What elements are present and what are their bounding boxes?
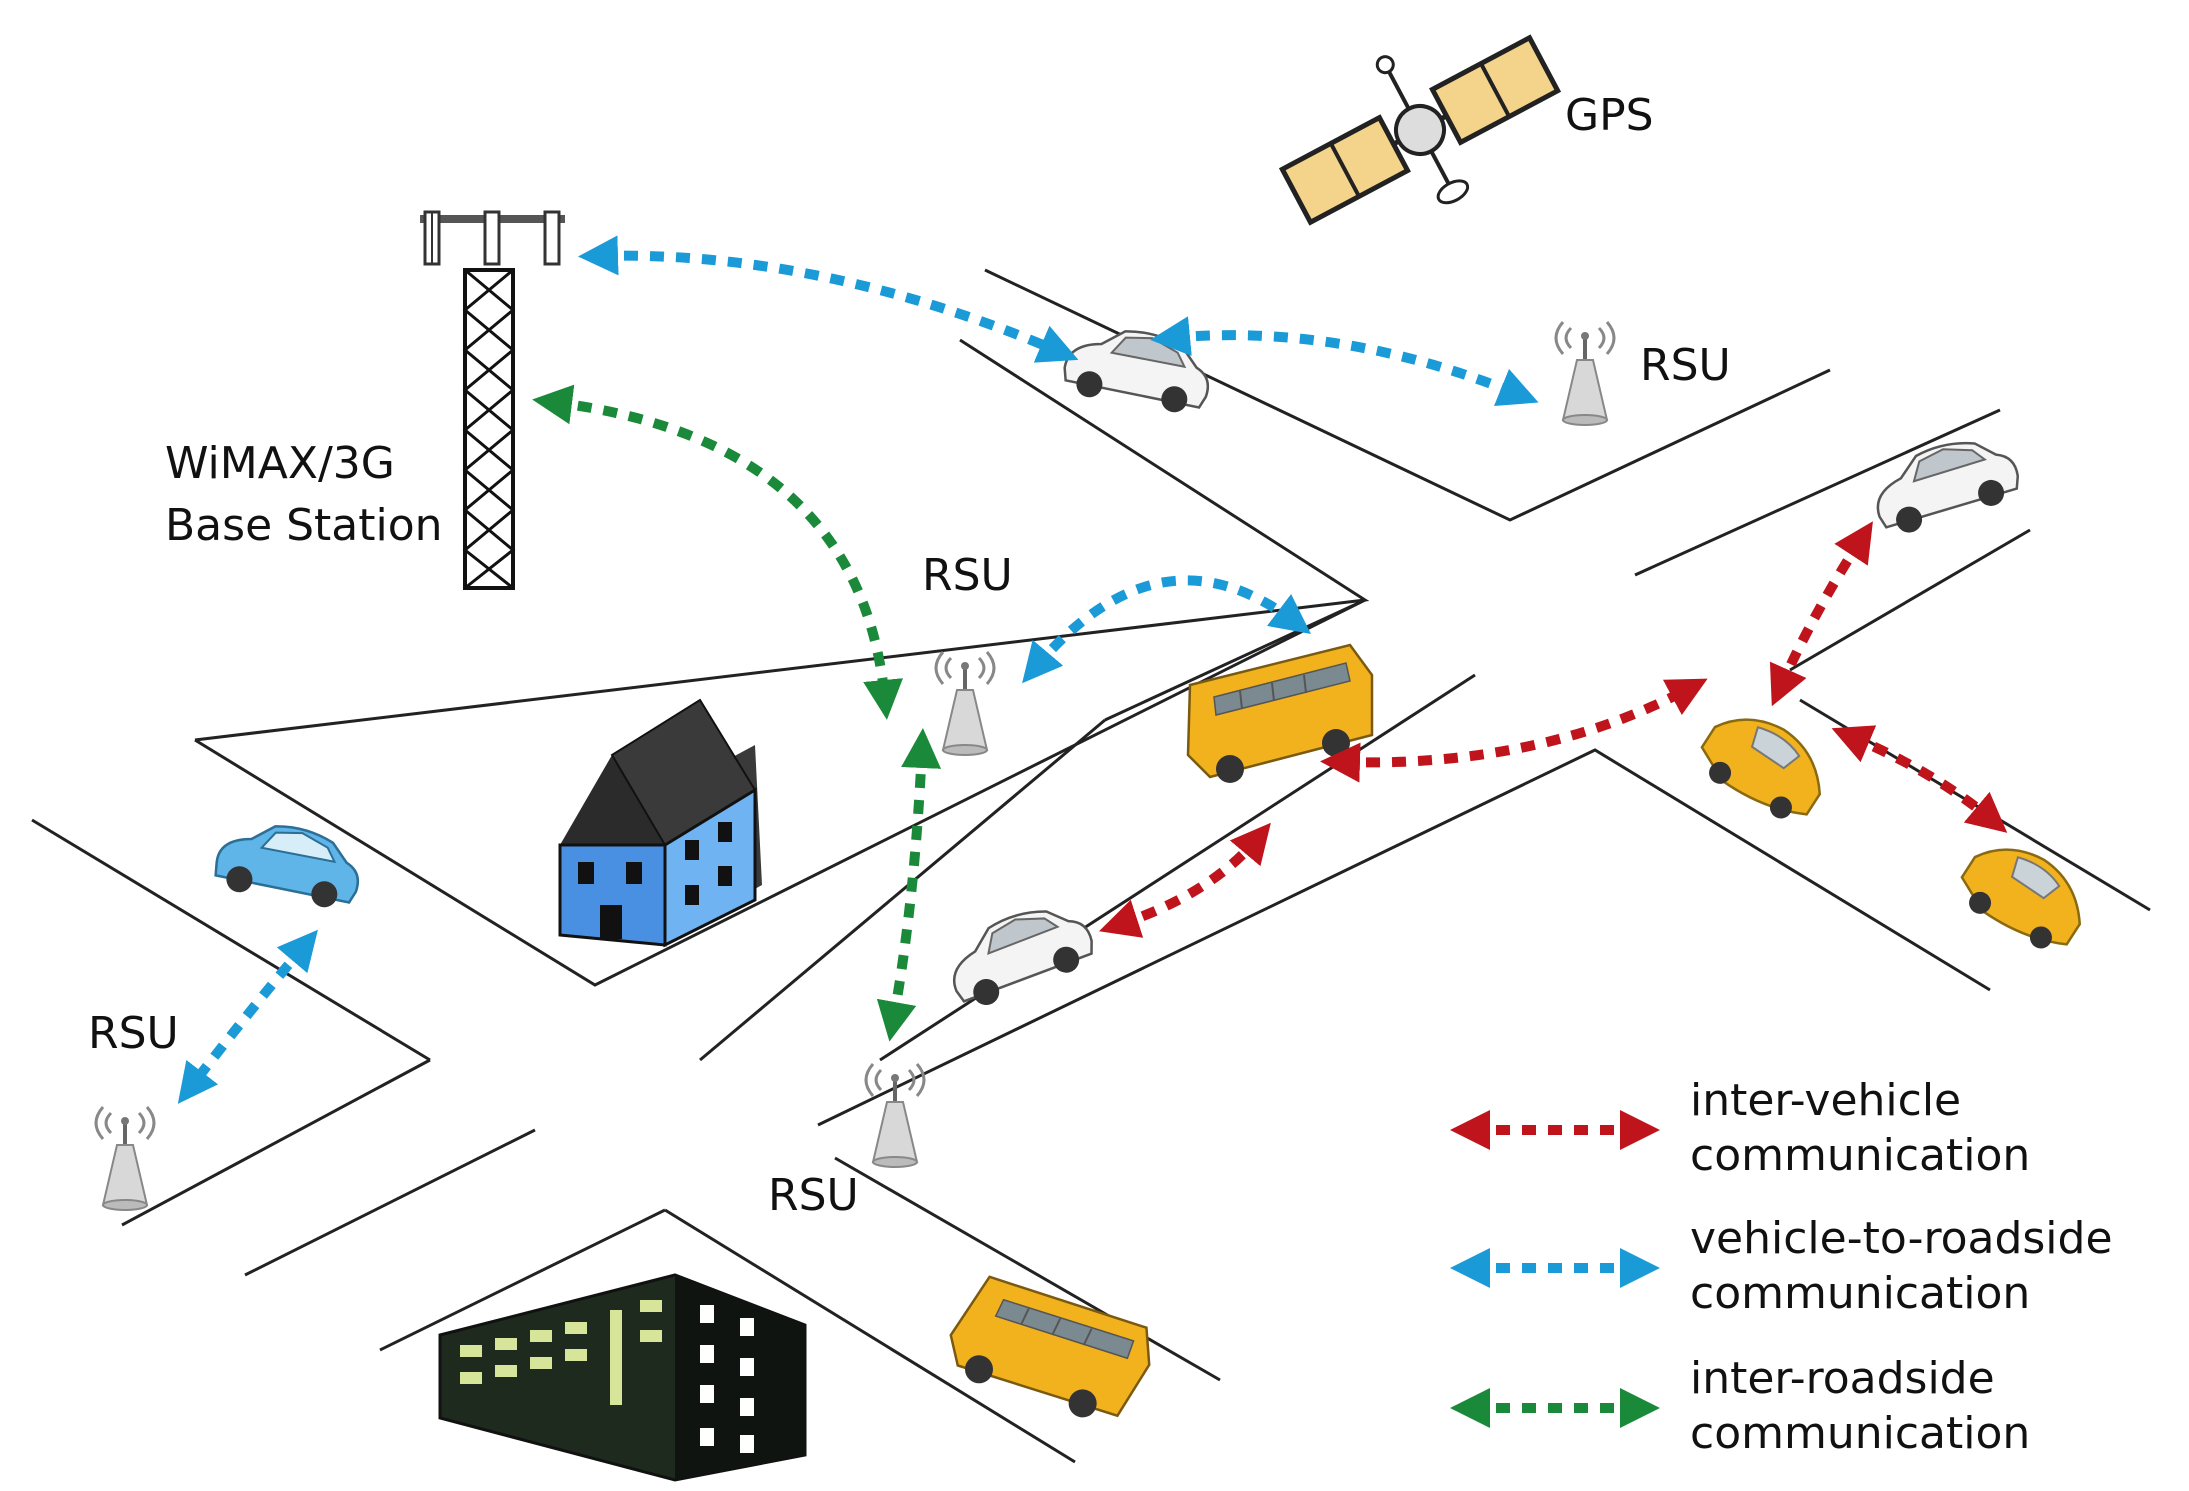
gps-label: GPS [1565, 90, 1654, 141]
inter-roadside-links [532, 384, 942, 1042]
rsu-antenna-icon [934, 650, 996, 757]
cell-tower-icon [420, 210, 565, 590]
office-building-icon [438, 1273, 807, 1482]
car-icon [1687, 698, 1840, 832]
house-icon [558, 698, 762, 948]
legend-label-line2: communication [1690, 1130, 2030, 1181]
rsu-label-left: RSU [88, 1008, 179, 1059]
legend-label-line2: communication [1690, 1408, 2030, 1459]
car-icon [1865, 428, 2027, 541]
car-icon [938, 894, 1103, 1015]
base-station-label-line2: Base Station [165, 500, 443, 551]
rsu-antenna-icon [1554, 320, 1616, 427]
rsu-label-center: RSU [922, 550, 1013, 601]
legend-label-line1: inter-roadside [1690, 1353, 1995, 1404]
car-icon [1947, 828, 2100, 962]
legend: inter-vehicle communication vehicle-to-r… [1450, 1075, 2113, 1459]
bus-icon [934, 1240, 1167, 1458]
car-icon [1057, 314, 1219, 427]
rsu-label-top-right: RSU [1640, 340, 1731, 391]
vehicle-to-roadside-links [177, 235, 1539, 1104]
inter-vehicle-links [1098, 521, 2008, 938]
legend-label-line1: vehicle-to-roadside [1690, 1213, 2113, 1264]
legend-item-inter-roadside: inter-roadside communication [1450, 1353, 2030, 1459]
legend-item-inter-vehicle: inter-vehicle communication [1450, 1075, 2030, 1181]
legend-label-line2: communication [1690, 1268, 2030, 1319]
legend-label-line1: inter-vehicle [1690, 1075, 1961, 1126]
rsu-label-bottom: RSU [768, 1170, 859, 1221]
rsu-antenna-icon [864, 1062, 926, 1169]
base-station-label-line1: WiMAX/3G [165, 438, 395, 489]
legend-item-vehicle-to-roadside: vehicle-to-roadside communication [1450, 1213, 2113, 1319]
rsu-antenna-icon [94, 1105, 156, 1212]
satellite-icon [1278, 34, 1562, 226]
car-icon [214, 825, 360, 908]
